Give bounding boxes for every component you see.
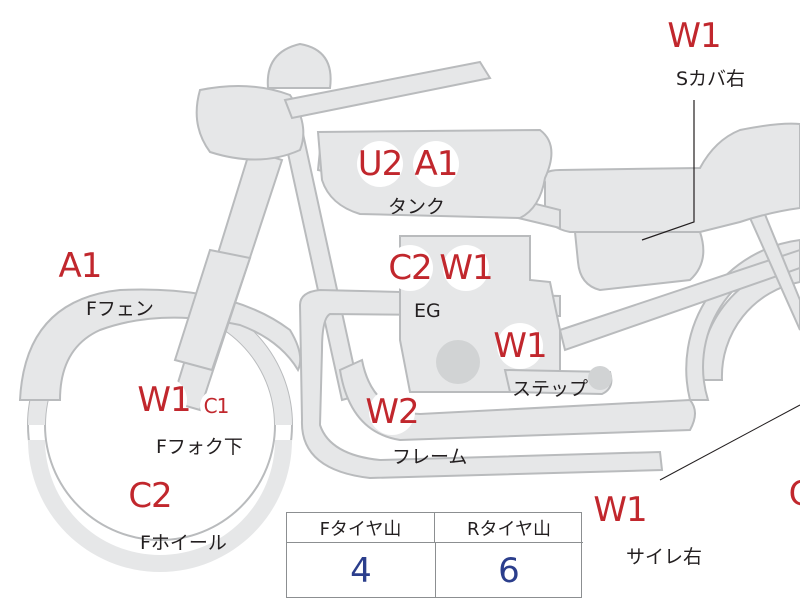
- mark-s-cover-w1: W1: [667, 13, 722, 59]
- frame-lower-rail: [298, 288, 664, 480]
- mark-fork-c1: C1: [200, 390, 232, 422]
- mark-front-wheel-c2: C2: [127, 473, 173, 519]
- s-cover-leader-line: [641, 100, 695, 241]
- mark-frame-w2: W2: [365, 389, 420, 435]
- mark-tank-u2: U2: [357, 141, 403, 187]
- label-s-cover-right: Sカバ右: [676, 68, 746, 90]
- mark-fork-w1: W1: [137, 377, 192, 423]
- side-cover: [573, 231, 705, 292]
- label-tank: タンク: [388, 196, 446, 218]
- table-value-rear-tire: 6: [498, 550, 520, 591]
- fork-upper: [173, 248, 252, 372]
- headlight: [195, 85, 305, 161]
- table-header-rear-tire: Rタイヤ山: [435, 513, 583, 543]
- mark-eg-c2: C2: [387, 245, 433, 291]
- label-front-fender: Fフェン: [86, 298, 154, 320]
- handlebar-mirror: [266, 42, 332, 89]
- label-front-wheel: Fホイール: [140, 532, 227, 554]
- handlebar: [283, 60, 492, 120]
- label-front-fork-lower: Fフォク下: [156, 436, 243, 458]
- mark-front-fender-a1: A1: [57, 243, 103, 289]
- label-muffler-right: サイレ右: [626, 546, 703, 568]
- table-value-front-tire: 4: [287, 543, 436, 598]
- tire-tread-table: Fタイヤ山 Rタイヤ山 4 6: [286, 512, 583, 598]
- mark-muffler-w1: W1: [593, 487, 648, 533]
- mark-eg-w1: W1: [439, 245, 494, 291]
- mark-tank-a1: A1: [413, 141, 459, 187]
- seat: [543, 122, 800, 233]
- label-step: ステップ: [512, 378, 589, 400]
- muffler-leader-line: [659, 404, 800, 481]
- table-header-front-tire: Fタイヤ山: [287, 513, 435, 543]
- label-frame: フレーム: [392, 446, 468, 468]
- mark-step-w1: W1: [493, 323, 548, 369]
- label-engine: EG: [414, 300, 441, 322]
- mark-cut-off: C: [777, 471, 800, 517]
- rear-frame-rail: [558, 248, 800, 352]
